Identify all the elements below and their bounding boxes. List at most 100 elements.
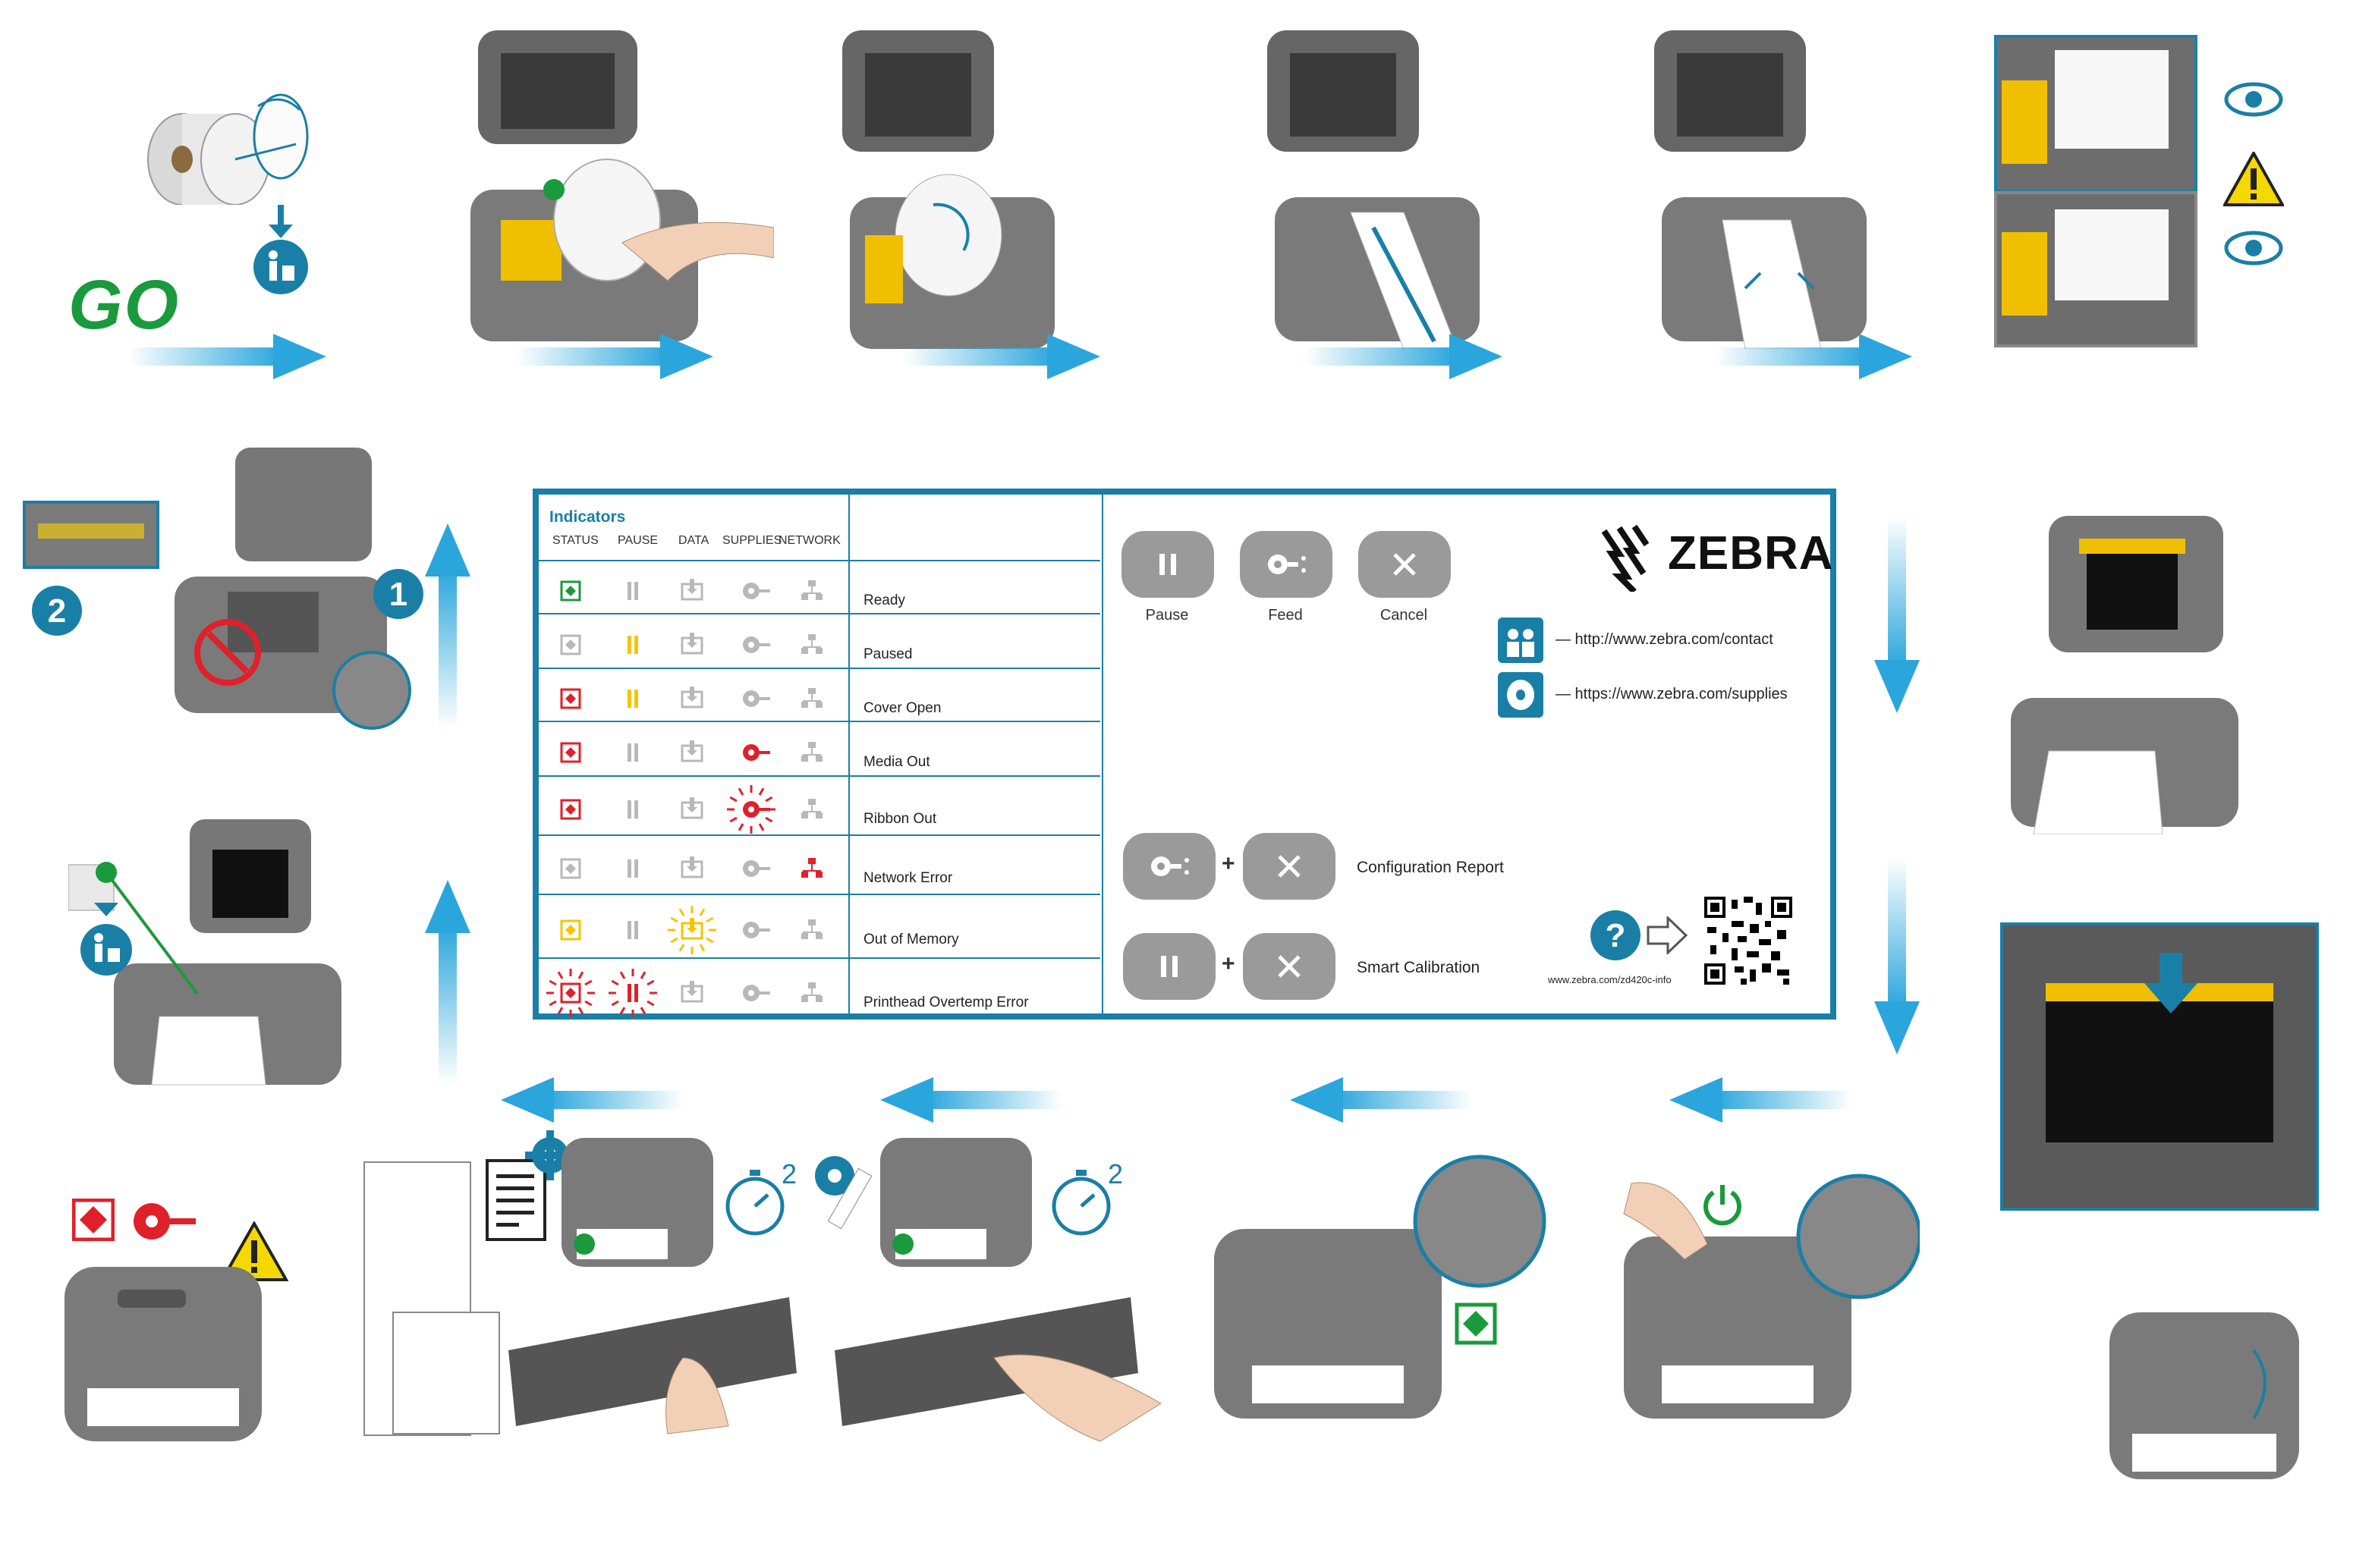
indicator-row-label: Cover Open bbox=[864, 700, 942, 716]
media-out-icon bbox=[131, 1200, 199, 1243]
supplies-icon bbox=[1496, 671, 1545, 719]
arrow-right-icon bbox=[1647, 916, 1688, 954]
column-header-data: DATA bbox=[678, 534, 709, 547]
help-icon: ? bbox=[1589, 909, 1642, 962]
control-panel-hand-press-pause-cancel bbox=[827, 1259, 1191, 1449]
configuration-report-printout bbox=[363, 1161, 507, 1441]
printer-clean-printhead bbox=[152, 440, 425, 743]
sensor-inspection-inset bbox=[1994, 35, 2197, 347]
ribbon-cartridge-inset bbox=[2000, 922, 2319, 1211]
flow-arrow-left-3 bbox=[1290, 1077, 1472, 1123]
qr-code[interactable] bbox=[1704, 897, 1792, 985]
printer-roll-rotate bbox=[835, 23, 1077, 349]
flow-arrow-left-1 bbox=[501, 1077, 683, 1123]
indicator-lights bbox=[539, 959, 850, 1021]
svg-text:2: 2 bbox=[1108, 1161, 1123, 1189]
feed-button-graphic bbox=[1240, 531, 1332, 598]
column-header-supplies: SUPPLIES bbox=[722, 534, 782, 547]
indicator-row-label: Ready bbox=[864, 592, 905, 608]
svg-text:2: 2 bbox=[48, 592, 66, 630]
indicator-row: Network Error bbox=[539, 834, 1100, 895]
cancel-button-graphic bbox=[1243, 833, 1335, 900]
printer-config-report bbox=[554, 1130, 721, 1274]
dispose-liner-icon bbox=[252, 205, 313, 296]
gear-ruler-icon bbox=[804, 1138, 880, 1236]
info-url[interactable]: www.zebra.com/zd420c-info bbox=[1548, 974, 1672, 985]
status-red-icon bbox=[72, 1199, 115, 1241]
pause-button-graphic bbox=[1123, 933, 1216, 1000]
warning-icon bbox=[2223, 152, 2284, 206]
printer-pull-media bbox=[1260, 23, 1502, 349]
panel-column-divider bbox=[1102, 495, 1103, 1013]
brand-name: ZEBRA bbox=[1668, 527, 1834, 580]
smart-calibration-label: Smart Calibration bbox=[1357, 959, 1480, 976]
pause-button-graphic bbox=[1121, 531, 1214, 598]
column-header-network: NETWORK bbox=[779, 534, 841, 547]
indicator-row: Cover Open bbox=[539, 668, 1100, 722]
table-column-divider bbox=[848, 495, 850, 1013]
zebra-logo-icon bbox=[1596, 523, 1665, 592]
indicator-lights bbox=[539, 895, 850, 959]
cancel-label: Cancel bbox=[1379, 607, 1428, 624]
printer-power-on bbox=[1616, 1168, 1920, 1426]
dispose-liner-icon bbox=[77, 895, 138, 979]
combo-plus: + bbox=[1222, 951, 1235, 976]
flow-arrow-right-2 bbox=[516, 334, 713, 379]
indicator-lights bbox=[539, 722, 850, 777]
indicator-row: Printhead Overtemp Error bbox=[539, 957, 1100, 1021]
indicator-row: Out of Memory bbox=[539, 894, 1100, 959]
eye-icon bbox=[2223, 80, 2284, 118]
media-roll-illustration bbox=[137, 76, 319, 205]
supplies-link[interactable]: — https://www.zebra.com/supplies bbox=[1556, 686, 1788, 702]
printer-close-lid bbox=[2102, 1305, 2314, 1487]
indicator-row-label: Media Out bbox=[864, 754, 930, 770]
control-panel-hand-press-feed-cancel bbox=[501, 1259, 804, 1441]
indicator-row-label: Printhead Overtemp Error bbox=[864, 995, 1029, 1010]
indicator-lights bbox=[539, 561, 850, 614]
flow-arrow-down-2 bbox=[1874, 857, 1920, 1054]
column-header-pause: PAUSE bbox=[618, 534, 659, 547]
indicator-row-label: Paused bbox=[864, 646, 913, 662]
combo-plus: + bbox=[1222, 851, 1235, 876]
svg-text:1: 1 bbox=[389, 576, 407, 613]
indicator-lights bbox=[539, 836, 850, 895]
indicator-row-label: Out of Memory bbox=[864, 932, 959, 947]
indicators-title: Indicators bbox=[549, 508, 626, 526]
timer-icon: 2 bbox=[721, 1161, 797, 1244]
svg-text:?: ? bbox=[1606, 917, 1626, 954]
step-2-badge: 2 bbox=[30, 584, 83, 637]
contact-support-icon bbox=[1496, 616, 1545, 665]
flow-arrow-right-5 bbox=[1715, 334, 1912, 379]
eye-icon bbox=[2223, 229, 2284, 267]
flow-arrow-right-1 bbox=[129, 334, 326, 379]
configuration-report-label: Configuration Report bbox=[1357, 859, 1504, 876]
flow-arrow-up-1 bbox=[425, 523, 470, 728]
feed-button-graphic bbox=[1123, 833, 1216, 900]
gear-icon bbox=[524, 1129, 577, 1182]
printer-open-load-roll bbox=[455, 23, 774, 349]
cancel-button-graphic bbox=[1358, 531, 1451, 598]
go-label: GO bbox=[68, 266, 181, 344]
indicator-row: Paused bbox=[539, 613, 1100, 669]
indicator-row: Ribbon Out bbox=[539, 775, 1100, 836]
step-1-badge: 1 bbox=[372, 567, 425, 621]
indicator-lights bbox=[539, 614, 850, 669]
indicator-lights bbox=[539, 777, 850, 836]
printhead-clean-inset bbox=[23, 501, 159, 569]
printer-calibrate bbox=[873, 1130, 1040, 1274]
svg-text:2: 2 bbox=[782, 1161, 797, 1189]
indicator-row: Ready bbox=[539, 560, 1100, 614]
pause-label: Pause bbox=[1145, 607, 1189, 624]
document-icon bbox=[486, 1159, 546, 1243]
feed-label: Feed bbox=[1268, 607, 1303, 624]
contact-link[interactable]: — http://www.zebra.com/contact bbox=[1556, 631, 1773, 648]
printer-status-zoom bbox=[1206, 1153, 1571, 1426]
indicator-row-label: Network Error bbox=[864, 870, 953, 886]
column-header-status: STATUS bbox=[552, 534, 599, 547]
cancel-button-graphic bbox=[1243, 933, 1335, 1000]
printer-closed-error bbox=[57, 1259, 285, 1449]
flow-arrow-left-4 bbox=[1669, 1077, 1851, 1123]
flow-arrow-down-1 bbox=[1874, 516, 1920, 713]
indicator-row-label: Ribbon Out bbox=[864, 811, 937, 827]
flow-arrow-up-2 bbox=[425, 880, 470, 1085]
